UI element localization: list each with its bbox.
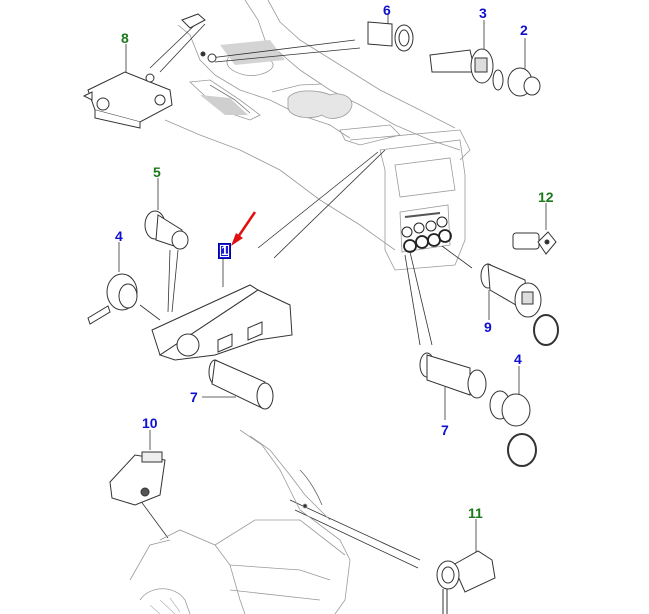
part-power-socket-rear-right[interactable]: [419, 352, 487, 399]
part-cigar-lighter[interactable]: [492, 67, 541, 97]
callout-10[interactable]: 10: [142, 415, 158, 431]
part-console-socket-panel[interactable]: [151, 284, 293, 361]
callout-5[interactable]: 5: [153, 164, 161, 180]
part-power-socket-cap-left[interactable]: [87, 273, 138, 325]
callout-4-right[interactable]: 4: [514, 351, 522, 367]
selection-arrow-icon: [231, 211, 257, 246]
hatch-patch: [200, 40, 285, 115]
part-power-socket-front[interactable]: [367, 21, 414, 52]
console-socket-cluster: [401, 216, 452, 253]
callout-7-right[interactable]: 7: [441, 422, 449, 438]
part-inverter-module[interactable]: [109, 451, 166, 506]
callout-9[interactable]: 9: [484, 319, 492, 335]
callout-12[interactable]: 12: [538, 189, 554, 205]
callout-7-left[interactable]: 7: [190, 389, 198, 405]
callout-3[interactable]: 3: [479, 5, 487, 21]
center-console-sketch: [164, 0, 471, 271]
callout-8[interactable]: 8: [121, 30, 129, 46]
part-power-socket-cap-right[interactable]: [489, 390, 537, 467]
part-hdmi-socket[interactable]: [512, 231, 557, 255]
part-usb-socket-rear[interactable]: [480, 263, 559, 346]
part-socket-insert[interactable]: [144, 210, 189, 250]
part-power-socket-rear-left[interactable]: [208, 359, 274, 410]
part-usb-socket-front[interactable]: [429, 48, 494, 84]
callout-4-left[interactable]: 4: [115, 228, 123, 244]
leader-lines: [118, 14, 547, 569]
callout-6[interactable]: 6: [383, 2, 391, 18]
part-luggage-power-socket[interactable]: [436, 550, 496, 614]
callout-11[interactable]: 11: [468, 505, 483, 521]
part-media-hub-module[interactable]: [82, 71, 173, 129]
callout-1-selected[interactable]: 1: [218, 243, 232, 259]
part-aux-input[interactable]: [181, 13, 217, 63]
callout-2[interactable]: 2: [520, 22, 528, 38]
luggage-area-sketch: [129, 429, 351, 614]
